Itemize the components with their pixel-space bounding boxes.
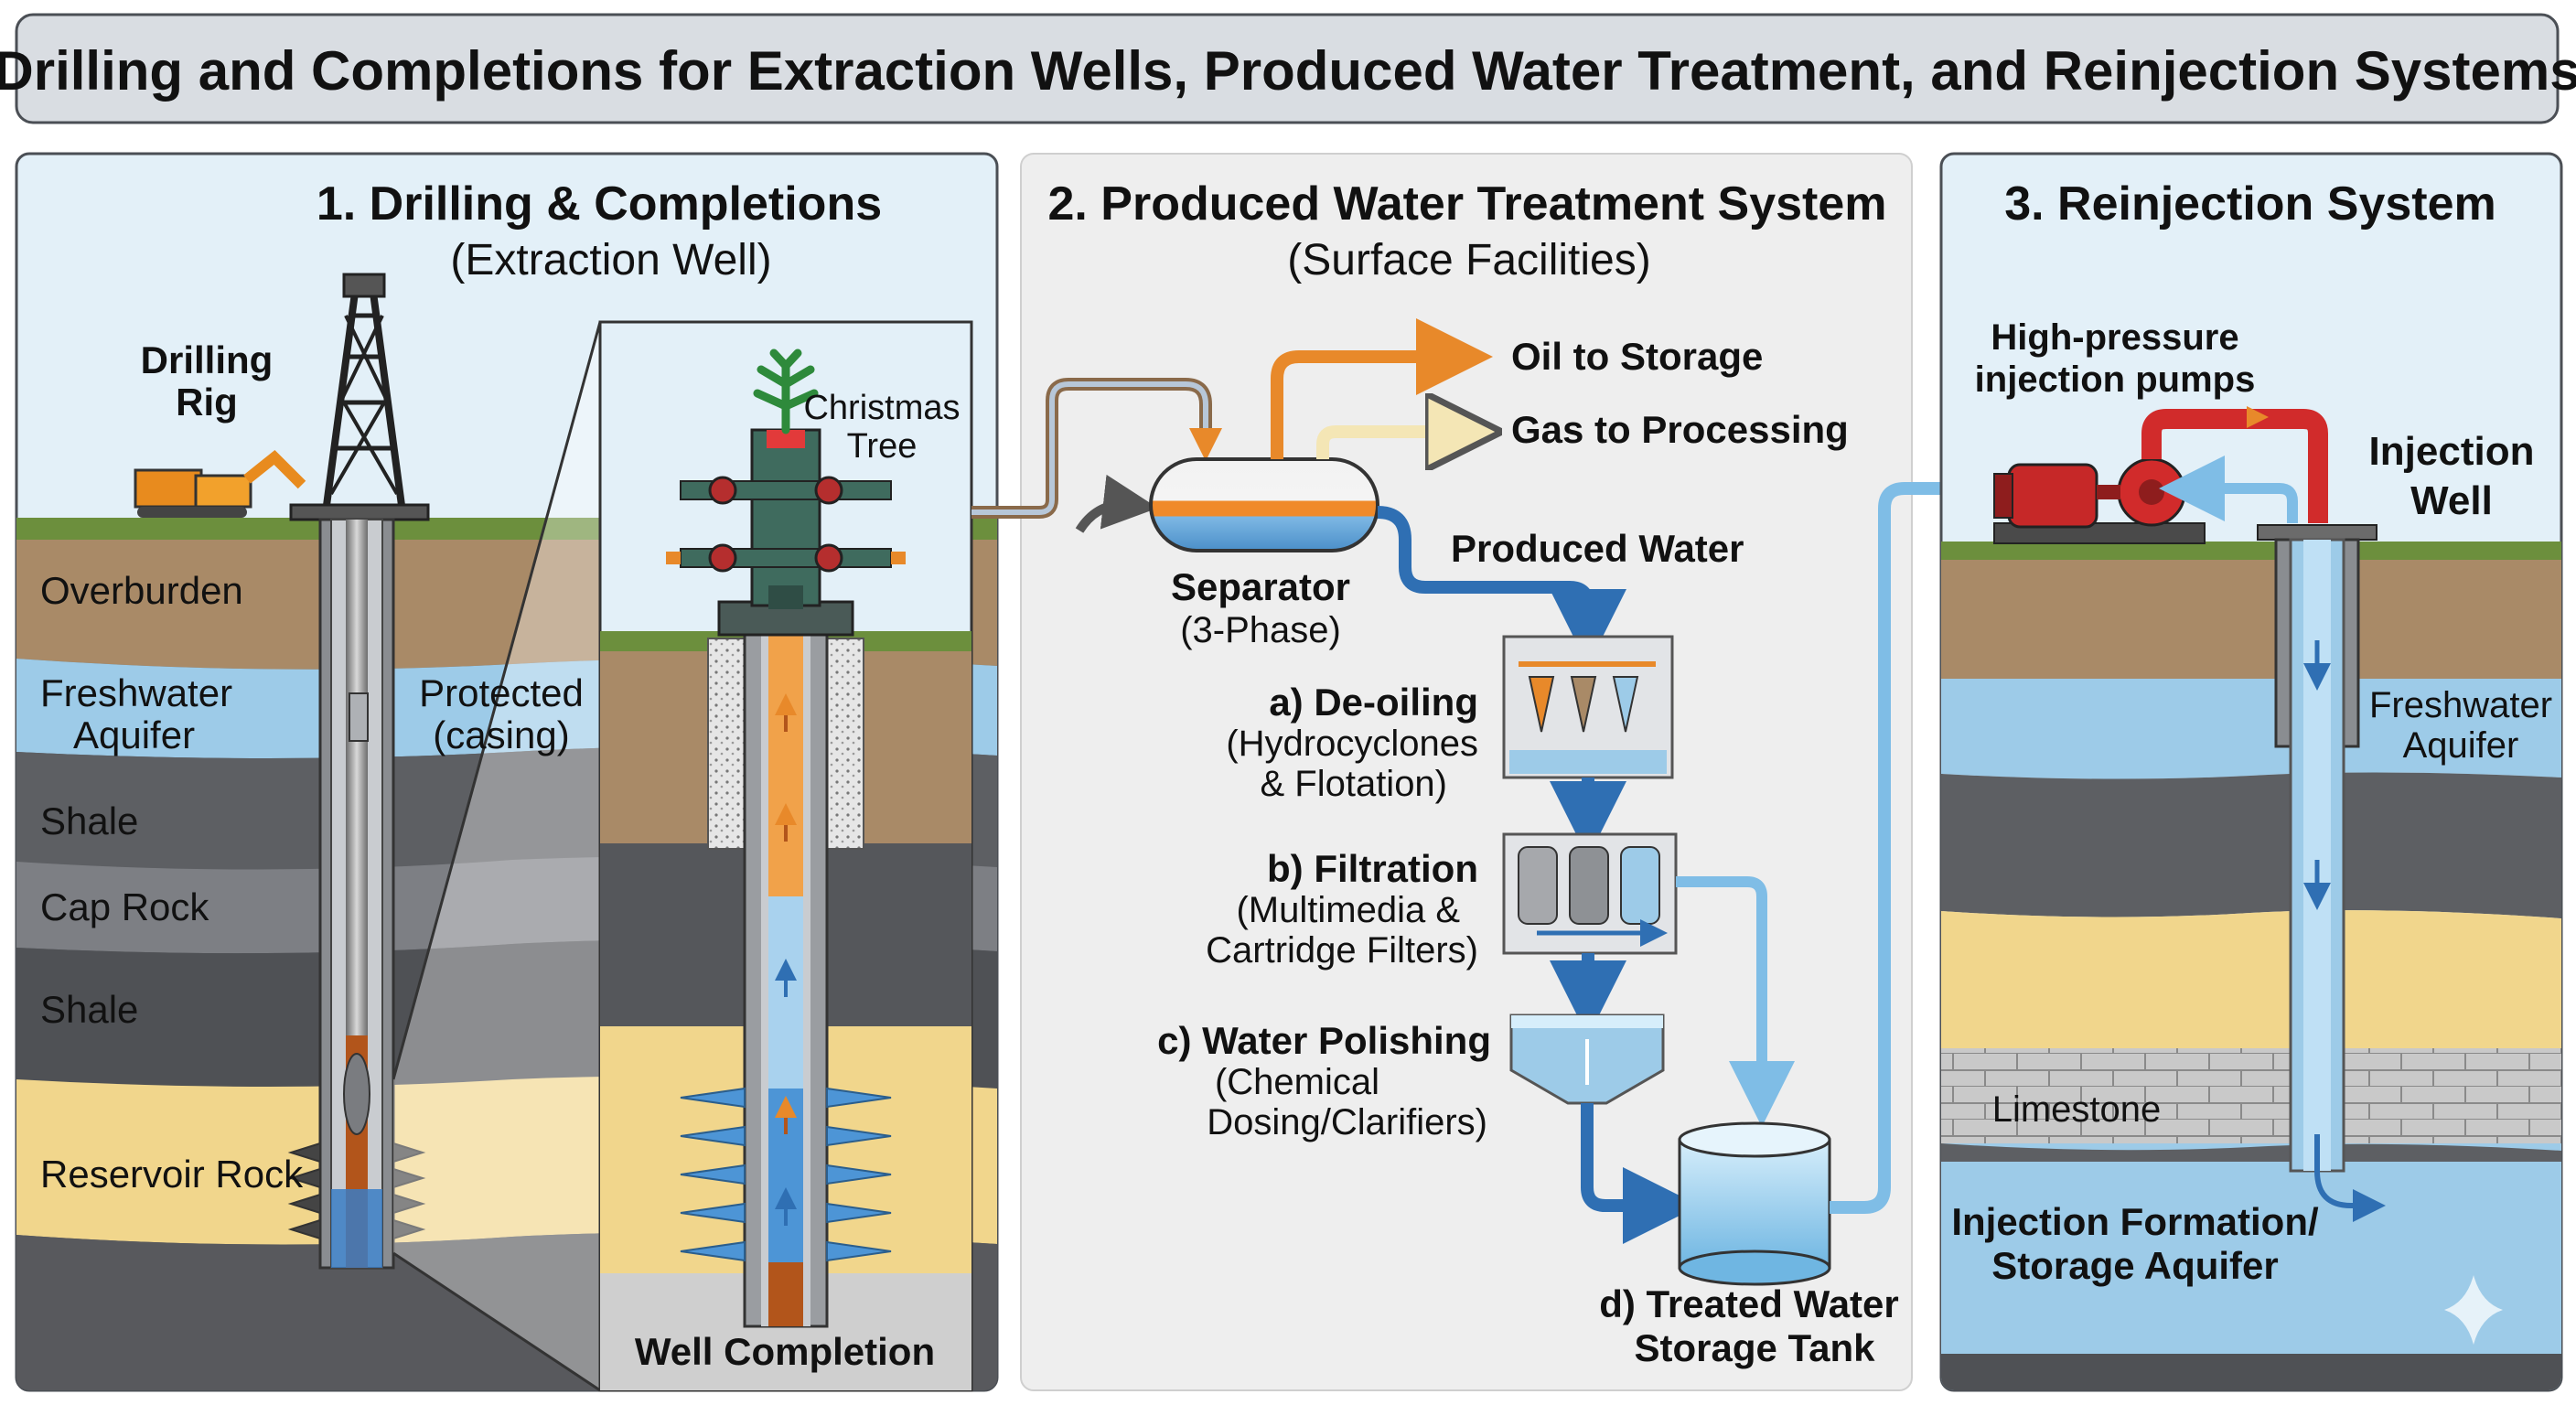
oil-to-storage-label: Oil to Storage [1511, 335, 1763, 378]
freshwater-aquifer-right-label-2: Aquifer [2403, 725, 2519, 766]
rig-label-2: Rig [176, 381, 238, 424]
flow-polishing-to-tank [1581, 1103, 1700, 1244]
tank-label-2: Storage Tank [1635, 1326, 1876, 1369]
oil-outlet-pipe [1271, 318, 1493, 459]
layer-shale-upper-label: Shale [40, 799, 138, 842]
deoiling-sub-label-2: & Flotation) [1260, 764, 1447, 804]
layer-shale-lower-label: Shale [40, 988, 138, 1031]
filtration-unit-icon [1502, 832, 1678, 955]
layer-reservoir-label: Reservoir Rock [40, 1153, 304, 1196]
treated-water-storage-tank-icon [1678, 1121, 1831, 1286]
injection-well-label-2: Well [2410, 478, 2493, 523]
panel2-heading: 2. Produced Water Treatment System [1047, 177, 1886, 231]
water-polishing-clarifier-icon [1509, 1014, 1665, 1105]
filtration-sub-label: (Multimedia & [1236, 890, 1460, 930]
gas-to-processing-label: Gas to Processing [1511, 408, 1849, 451]
panel3-heading: 3. Reinjection System [2004, 177, 2496, 231]
gas-outlet-pipe [1316, 432, 1464, 459]
extraction-well-casing [287, 518, 426, 1270]
zoom-funnel [393, 322, 600, 1390]
layer-freshwater-label: Freshwater [40, 671, 232, 714]
tank-label: d) Treated Water [1599, 1282, 1899, 1325]
panel1-subheading: (Extraction Well) [450, 236, 771, 284]
panel-reinjection: 3. Reinjection System High-pressure inje… [1939, 152, 2563, 1392]
inlet-arrow [1075, 474, 1158, 533]
well-completion-label: Well Completion [635, 1330, 935, 1373]
deoiling-label: a) De-oiling [1269, 681, 1478, 724]
polishing-sub-label-2: Dosing/Clarifiers) [1207, 1102, 1487, 1142]
flow-filtration-to-tank [1676, 876, 1795, 1127]
protected-casing-label-2: (casing) [433, 713, 569, 756]
well-completion-inset: Christmas Tree Well Completion [598, 320, 973, 1392]
polishing-sub-label: (Chemical [1215, 1062, 1379, 1102]
deoiling-sub-label: (Hydrocyclones [1226, 724, 1478, 764]
deoiling-unit-icon [1502, 635, 1674, 779]
separator-label: Separator [1171, 565, 1350, 608]
produced-water-pipe [1377, 506, 1626, 666]
layer-cap-rock-label: Cap Rock [40, 885, 209, 928]
polishing-label: c) Water Polishing [1157, 1019, 1491, 1062]
panel2-subheading: (Surface Facilities) [1287, 236, 1650, 284]
pumps-label-2: injection pumps [1975, 359, 2256, 400]
panel-water-treatment: 2. Produced Water Treatment System (Surf… [971, 153, 2029, 1391]
zoom-lines [392, 321, 602, 1392]
excavator-icon [134, 449, 306, 518]
injection-well-casing [2257, 524, 2386, 1222]
page-title: Drilling and Completions for Extraction … [0, 40, 2576, 102]
injection-well-label: Injection [2369, 429, 2535, 474]
filtration-sub-label-2: Cartridge Filters) [1206, 930, 1478, 971]
rig-label: Drilling [141, 338, 274, 381]
filtration-label: b) Filtration [1267, 847, 1478, 890]
freshwater-aquifer-right-label: Freshwater [2369, 685, 2552, 725]
christmas-tree-icon [666, 349, 906, 637]
layer-freshwater-label-2: Aquifer [73, 713, 195, 756]
christmas-tree-label-2: Tree [847, 427, 918, 466]
produced-water-label: Produced Water [1451, 527, 1744, 570]
pumps-label: High-pressure [1991, 317, 2238, 358]
drilling-rig-icon [134, 273, 430, 521]
panel-drilling-completions: 1. Drilling & Completions (Extraction We… [15, 152, 999, 1392]
high-pressure-pump-icon [1993, 406, 2328, 544]
geology-layers-right [1941, 542, 2561, 1390]
title-bar: Drilling and Completions for Extraction … [0, 13, 2576, 124]
protected-casing-label: Protected [419, 671, 584, 714]
recirculation-arrow [2159, 456, 2298, 523]
panel1-heading: 1. Drilling & Completions [317, 177, 882, 231]
flow-tank-to-pumps [1830, 450, 2029, 1214]
separator-vessel [1149, 457, 1379, 552]
limestone-label: Limestone [1992, 1089, 2162, 1130]
christmas-tree-label: Christmas [803, 389, 960, 427]
separator-sub-label: (3-Phase) [1180, 610, 1341, 650]
layer-overburden-label: Overburden [40, 569, 243, 612]
injection-formation-label-2: Storage Aquifer [1991, 1244, 2278, 1287]
injection-formation-label: Injection Formation/ [1951, 1200, 2319, 1243]
sparkle-watermark-icon [2444, 1275, 2503, 1345]
